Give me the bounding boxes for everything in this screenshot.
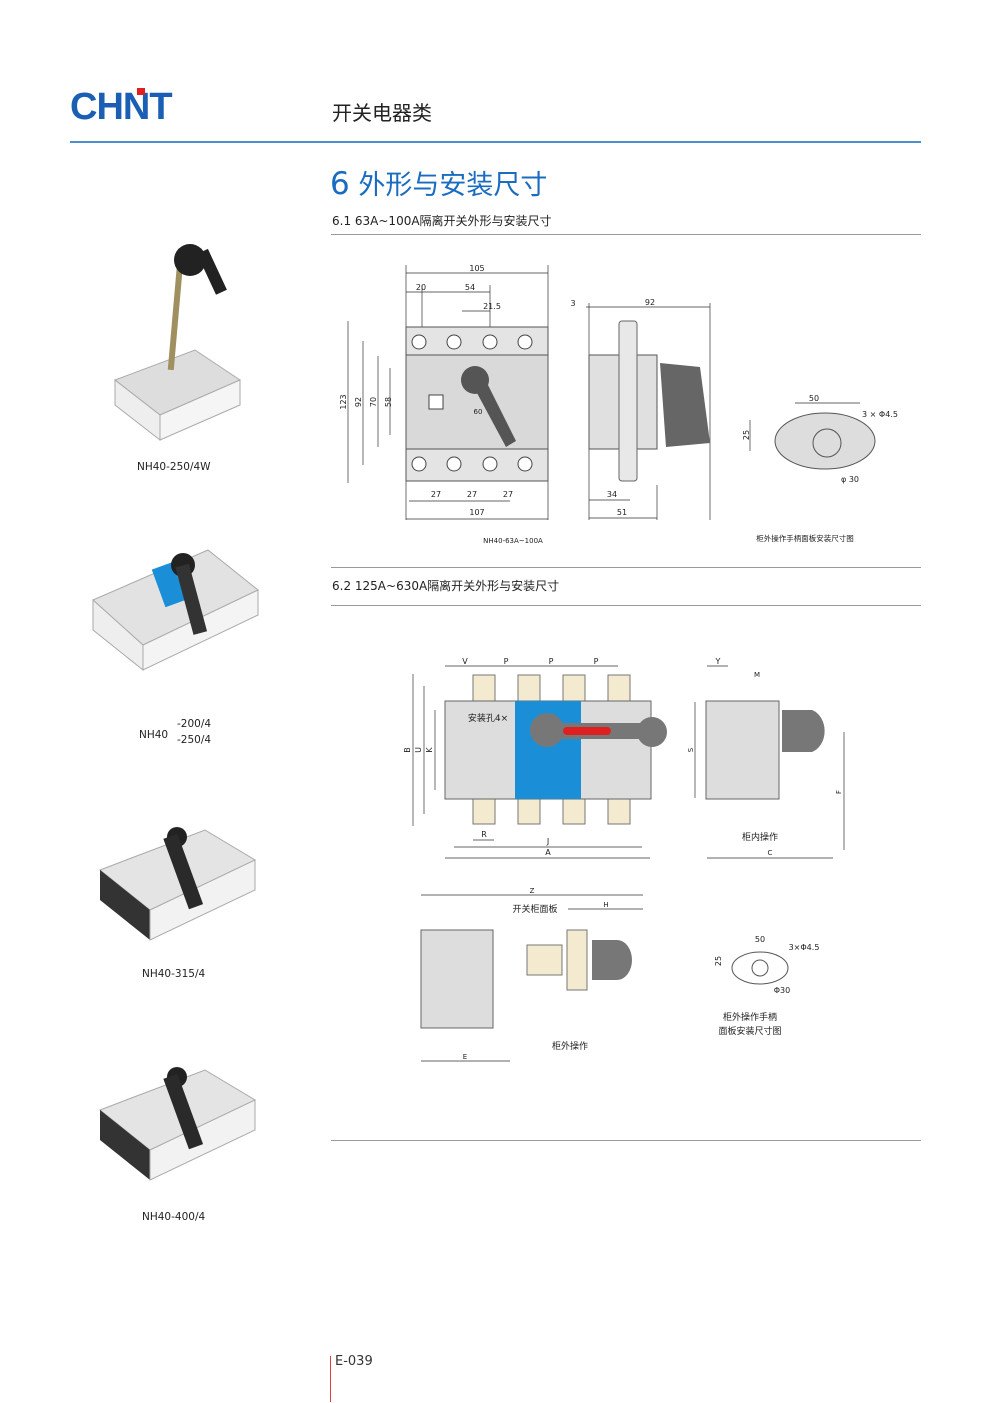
- product-photo-nh40-200-250: [92, 549, 259, 672]
- svg-text:21.5: 21.5: [483, 302, 501, 311]
- product-label-base: NH40: [139, 729, 169, 741]
- svg-text:P: P: [549, 657, 554, 666]
- product-label: NH40-400/4: [142, 1211, 206, 1223]
- svg-text:60: 60: [474, 408, 483, 416]
- svg-text:R: R: [481, 830, 487, 839]
- svg-text:Y: Y: [715, 657, 721, 666]
- page-number: E-039: [335, 1354, 373, 1369]
- svg-text:H: H: [603, 901, 608, 909]
- divider: [331, 605, 921, 606]
- subsection-6-1-title: 6.1 63A~100A隔离开关外形与安装尺寸: [332, 214, 552, 228]
- category-title: 开关电器类: [332, 101, 432, 125]
- svg-text:P: P: [504, 657, 509, 666]
- svg-text:123: 123: [339, 394, 348, 409]
- product-photo-nh40-250-4w: [113, 244, 242, 442]
- svg-text:M: M: [754, 671, 760, 679]
- drawing-125-630a: V P P P B U K R J A 安装孔4× Y M S F C 柜内操作…: [403, 657, 845, 1062]
- svg-text:3: 3: [570, 299, 575, 308]
- product-label-variant: -250/4: [177, 734, 212, 746]
- svg-text:柜内操作: 柜内操作: [742, 831, 778, 843]
- svg-text:K: K: [425, 747, 434, 753]
- svg-text:92: 92: [645, 298, 655, 307]
- svg-text:C: C: [768, 849, 773, 857]
- svg-text:U: U: [414, 747, 423, 753]
- svg-text:3 × Φ4.5: 3 × Φ4.5: [862, 410, 898, 419]
- svg-text:70: 70: [369, 397, 378, 407]
- svg-text:50: 50: [809, 394, 819, 403]
- svg-text:E: E: [463, 1053, 467, 1061]
- svg-text:50: 50: [755, 935, 765, 944]
- svg-text:58: 58: [384, 397, 393, 407]
- svg-text:20: 20: [416, 283, 426, 292]
- svg-text:B: B: [403, 747, 412, 753]
- svg-text:34: 34: [607, 490, 617, 499]
- svg-text:柜外操作手柄: 柜外操作手柄: [723, 1011, 777, 1023]
- svg-text:54: 54: [465, 283, 475, 292]
- svg-text:27: 27: [503, 490, 513, 499]
- svg-text:A: A: [545, 848, 551, 857]
- subsection-6-2-title: 6.2 125A~630A隔离开关外形与安装尺寸: [332, 579, 560, 593]
- svg-text:开关柜面板: 开关柜面板: [512, 903, 557, 915]
- divider: [331, 234, 921, 235]
- svg-text:柜外操作: 柜外操作: [552, 1040, 588, 1052]
- svg-text:27: 27: [467, 490, 477, 499]
- page-number-marker: [330, 1356, 331, 1402]
- svg-text:105: 105: [469, 264, 484, 273]
- svg-text:51: 51: [617, 508, 627, 517]
- section-title: 6 外形与安装尺寸: [330, 166, 548, 202]
- svg-text:面板安装尺寸图: 面板安装尺寸图: [718, 1025, 781, 1037]
- svg-text:25: 25: [742, 430, 751, 440]
- svg-text:φ 30: φ 30: [841, 475, 859, 484]
- product-photo-nh40-400-4: [99, 1067, 257, 1181]
- divider: [331, 1140, 921, 1141]
- product-photo-nh40-315-4: [99, 827, 257, 941]
- svg-text:安装孔4×: 安装孔4×: [468, 712, 508, 724]
- svg-text:J: J: [546, 837, 549, 846]
- svg-text:3×Φ4.5: 3×Φ4.5: [789, 943, 820, 952]
- svg-text:P: P: [594, 657, 599, 666]
- svg-text:27: 27: [431, 490, 441, 499]
- svg-text:25: 25: [714, 956, 723, 966]
- drawing-63-100a: 105 20 54 21.5 60 27 27 27 107 123 92 70…: [339, 264, 898, 545]
- product-label: NH40-315/4: [142, 968, 206, 980]
- svg-text:F: F: [835, 790, 843, 794]
- svg-text:92: 92: [354, 397, 363, 407]
- logo-red-dot: [137, 88, 145, 95]
- divider: [331, 567, 921, 568]
- model-caption: NH40-63A~100A: [483, 537, 543, 545]
- panel-caption: 柜外操作手柄面板安装尺寸图: [756, 533, 854, 543]
- product-label: NH40-250/4W: [137, 461, 211, 473]
- chint-logo: CHNT: [70, 86, 173, 128]
- svg-text:V: V: [462, 657, 468, 666]
- svg-text:S: S: [687, 747, 695, 752]
- svg-text:Φ30: Φ30: [774, 986, 790, 995]
- svg-text:Z: Z: [530, 887, 535, 895]
- header-divider: [70, 141, 921, 143]
- svg-text:107: 107: [469, 508, 484, 517]
- product-label-variant: -200/4: [177, 718, 212, 730]
